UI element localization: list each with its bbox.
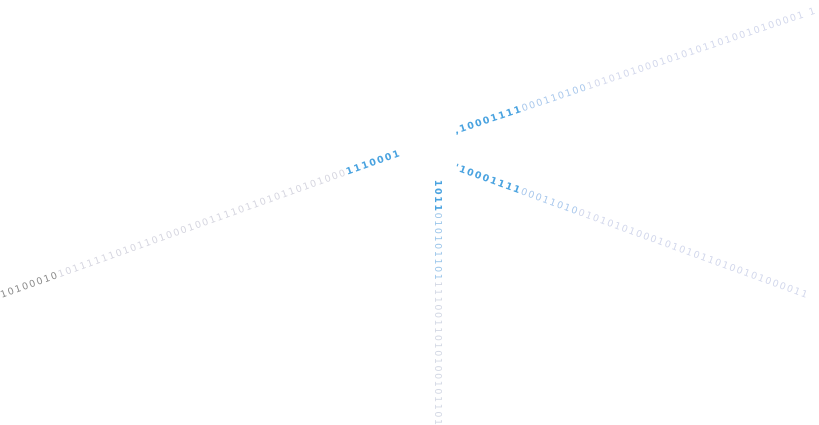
stream-segment-fade: 1110011010100101101011111, <box>431 281 443 425</box>
binary-stream-left: 1010001010111111010110100010011110110101… <box>0 147 403 301</box>
binary-stream-down-right: '100011110001101001010101000101010110100… <box>453 162 811 302</box>
binary-stream-vertical: 10110101011011110011010100101101011111, <box>431 179 443 425</box>
stream-segment-mid: 000110100 <box>520 81 590 115</box>
stream-segment-strong: 1110001 <box>344 147 403 178</box>
stream-segment-fade: 101010100010101011010010100001 1 <box>585 5 819 93</box>
binary-stream-up-right: ,100011110001101001010101000101010110100… <box>453 5 819 137</box>
stream-segment-fade: 1011111101011010001001111011010110101000 <box>56 167 349 281</box>
stream-segment-fade: 01010101000101010110100101000011 <box>576 207 811 302</box>
stream-segment-strong: 1011 <box>431 179 443 213</box>
stream-segment-strong: '10001111 <box>453 162 523 197</box>
stream-segment-mid: 00011010 <box>519 186 581 218</box>
stream-segment-mid: 010101101 <box>431 212 443 282</box>
stream-segment-strong: ,10001111 <box>453 103 524 137</box>
stream-segment-dark: 10100010 <box>0 269 61 301</box>
